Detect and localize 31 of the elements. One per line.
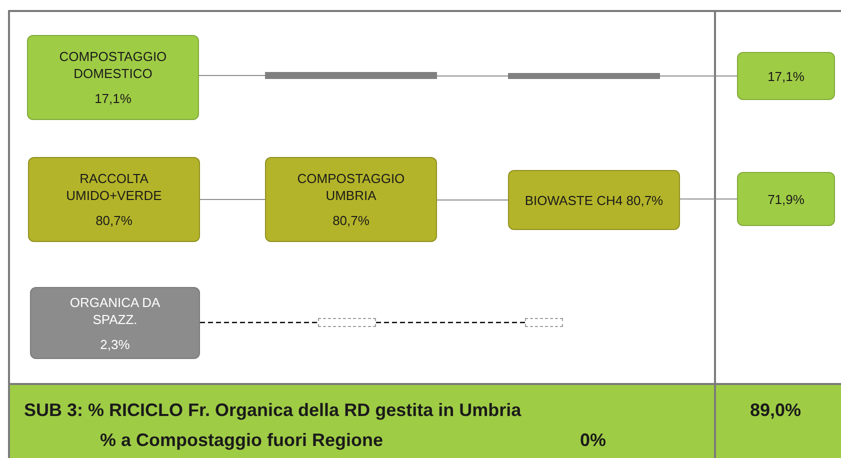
summary-value: 0% <box>580 429 606 452</box>
summary-value: 89,0% <box>750 399 802 422</box>
connector-line <box>200 199 266 200</box>
connector-line <box>376 322 525 324</box>
dashed-box <box>525 318 563 327</box>
connector-line <box>200 322 318 324</box>
box-text: 17,1% <box>94 90 132 107</box>
box-text: 71,9% <box>766 190 806 208</box>
box-text: COMPOSTAGGIO UMBRIA <box>296 170 406 204</box>
box-text: RACCOLTA UMIDO+VERDE <box>65 170 163 204</box>
box-text: ORGANICA DA SPAZZ. <box>68 294 162 328</box>
box-text: COMPOSTAGGIO DOMESTICO <box>58 48 168 82</box>
summary-text: % a Compostaggio fuori Regione <box>100 429 384 452</box>
box-text: 80,7% <box>94 212 134 229</box>
flow-box <box>265 157 437 242</box>
flow-box <box>508 170 680 230</box>
flow-box <box>737 52 835 100</box>
box-text: BIOWASTE CH4 80,7% <box>524 192 664 208</box>
flow-box <box>737 172 835 226</box>
summary-text: SUB 3: % RICICLO Fr. Organica della RD gestita in Umbria <box>24 399 522 422</box>
flow-box <box>28 157 200 242</box>
dashed-box <box>318 318 376 327</box>
flow-box <box>30 287 200 359</box>
connector-line <box>680 198 738 200</box>
flow-bar <box>265 72 437 79</box>
box-text: 80,7% <box>332 212 370 229</box>
box-text: 2,3% <box>99 336 131 352</box>
box-text: 17,1% <box>766 68 806 84</box>
flow-bar <box>508 73 660 79</box>
flow-box <box>27 35 199 120</box>
connector-line <box>198 75 266 76</box>
